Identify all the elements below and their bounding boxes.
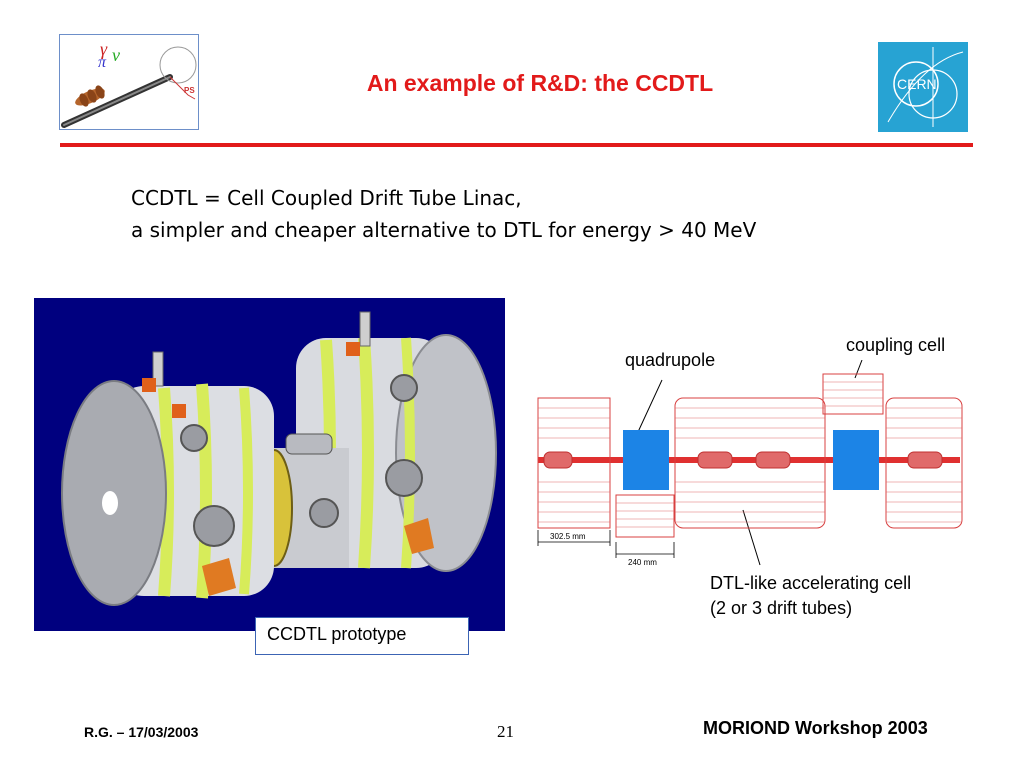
dimension-302-label: 302.5 mm: [550, 532, 586, 541]
photo-caption: CCDTL prototype: [255, 617, 469, 655]
left-accelerating-cell: [537, 397, 611, 529]
cern-logo-icon: CERN: [887, 47, 964, 127]
svg-text:CERN: CERN: [897, 76, 937, 92]
coupling-cell-bottom: [615, 494, 675, 538]
ps-logo: γ ν π PS: [59, 34, 199, 130]
accel-cell-pointer: [742, 509, 761, 566]
dimension-240-label: 240 mm: [628, 558, 657, 567]
footer-author-date: R.G. – 17/03/2003: [84, 724, 199, 740]
title-divider: [60, 143, 973, 147]
svg-text:ν: ν: [112, 45, 120, 65]
svg-text:γ: γ: [100, 39, 108, 59]
quadrupole-right: [833, 430, 879, 490]
ccdtl-schematic: 302.5 mm 240 mm: [537, 360, 963, 567]
coupling-cell-pointer: [854, 360, 863, 379]
ccdtl-prototype-render: [61, 311, 497, 606]
dimension-240: 240 mm: [615, 542, 675, 567]
footer-event: MORIOND Workshop 2003: [703, 718, 928, 738]
coupling-cell-top: [822, 373, 884, 415]
label-coupling-cell: coupling cell: [846, 335, 946, 355]
intro-line-1: CCDTL = Cell Coupled Drift Tube Linac,: [131, 186, 522, 210]
quadrupole-pointer: [637, 379, 663, 433]
ccdtl-prototype-photo: [34, 298, 505, 631]
intro-line-2: a simpler and cheaper alternative to DTL…: [131, 218, 757, 242]
dimension-302: 302.5 mm: [537, 530, 611, 546]
cern-logo: CERN: [878, 42, 968, 132]
center-accelerating-cell: [674, 397, 826, 529]
label-accel-cell-line-1: DTL-like accelerating cell: [710, 573, 912, 593]
page-title: An example of R&D: the CCDTL: [366, 70, 714, 96]
svg-text:π: π: [98, 54, 107, 71]
footer-page-number: 21: [497, 722, 514, 741]
right-accelerating-cell: [885, 397, 963, 529]
label-accel-cell-line-2: (2 or 3 drift tubes): [710, 598, 853, 618]
coupling-cell-render: [255, 433, 349, 568]
label-quadrupole: quadrupole: [625, 350, 716, 370]
ps-accelerator-logo-icon: γ ν π PS: [61, 39, 197, 128]
left-tank: [61, 351, 274, 606]
quadrupole-left: [623, 430, 669, 490]
svg-text:PS: PS: [184, 86, 195, 95]
